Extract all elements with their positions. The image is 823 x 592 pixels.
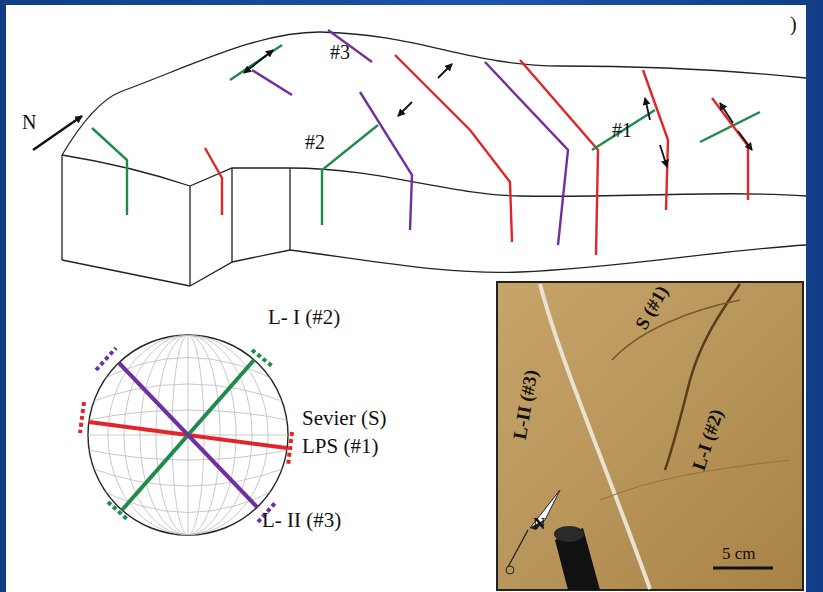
callout-number: #1 <box>612 120 632 140</box>
north-label: N <box>22 112 36 132</box>
scale-label: 5 cm <box>722 545 756 562</box>
stress-arrows <box>244 50 752 167</box>
outcrop-photo <box>497 282 803 590</box>
photo-label: S (#1) <box>632 282 672 332</box>
photo-label: L-I (#2) <box>689 407 726 473</box>
stereonet-label: L- I (#2) <box>268 307 340 328</box>
panel-letter: ) <box>790 14 797 34</box>
stereonet <box>80 319 292 551</box>
stereonet-label: Sevier (S) <box>302 408 387 429</box>
callout-number: #2 <box>305 132 325 152</box>
block-outline <box>62 32 806 286</box>
fracture-traces <box>92 30 760 255</box>
callout-number: #3 <box>330 42 350 62</box>
photo-label: L-II (#3) <box>510 368 541 440</box>
north-arrow <box>33 116 82 150</box>
stereonet-label: L- II (#3) <box>262 510 341 531</box>
stereonet-label: LPS (#1) <box>302 436 378 457</box>
north-label: N <box>533 515 545 532</box>
